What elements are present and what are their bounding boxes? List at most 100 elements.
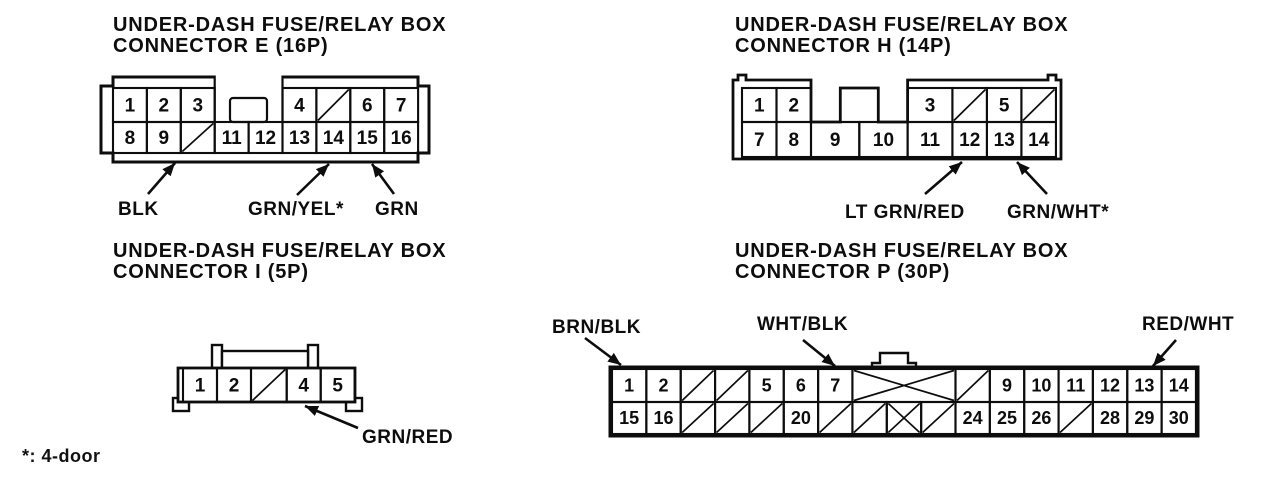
pointer-arrow: [584, 336, 622, 367]
pointer-arrow: [924, 161, 963, 195]
slash-mark: [887, 402, 921, 434]
pin-number: 10: [873, 130, 894, 151]
connector-h-title: UNDER-DASH FUSE/RELAY BOX CONNECTOR H (1…: [735, 15, 1068, 57]
pin-number: 11: [1066, 376, 1085, 396]
pointer-arrow: [802, 338, 836, 368]
pin-number: 12: [959, 130, 980, 151]
slash-mark: [181, 122, 214, 153]
pin-number: 6: [796, 376, 806, 396]
wire-color-label-p-pin1: BRN/BLK: [552, 317, 641, 338]
connector-i-housing-part: [210, 343, 224, 372]
pin-number: 2: [229, 376, 240, 397]
pin-number: 13: [1134, 376, 1154, 396]
wire-color-label-p-pin13: RED/WHT: [1142, 314, 1234, 335]
pin-number: 5: [762, 376, 772, 396]
connector-i-title: UNDER-DASH FUSE/RELAY BOX CONNECTOR I (5…: [113, 241, 446, 283]
pin-number: 26: [1031, 408, 1051, 428]
pin-cell-i-5: [319, 366, 356, 404]
connector-p-housing: [870, 351, 918, 369]
pin-number: 9: [830, 130, 841, 151]
slash-mark: [715, 402, 749, 434]
pin-number: 9: [159, 128, 170, 149]
pointer-arrow: [147, 162, 176, 195]
slash-mark: [715, 369, 749, 402]
pin-number: 5: [332, 376, 343, 397]
pin-number: 8: [788, 130, 799, 151]
connector-e-title-line1: UNDER-DASH FUSE/RELAY BOX: [113, 14, 447, 36]
pin-number: 20: [791, 408, 811, 428]
slash-mark: [251, 368, 286, 402]
pin-number: 29: [1134, 408, 1154, 428]
wire-color-label-e-pin15: GRN: [375, 199, 419, 220]
pin-number: 10: [1031, 376, 1051, 396]
pin-number: 14: [1028, 130, 1050, 151]
pin-number: 14: [1169, 376, 1189, 396]
wire-color-label-i-pin4: GRN/RED: [362, 427, 453, 448]
pin-number: 7: [830, 376, 840, 396]
slash-mark: [750, 402, 783, 434]
connector-h-title-line1: UNDER-DASH FUSE/RELAY BOX: [735, 14, 1069, 36]
pointer-arrow: [1152, 339, 1177, 367]
pin-number: 28: [1100, 408, 1120, 428]
slash-mark: [953, 88, 987, 122]
wire-color-label-e-pin9: BLK: [118, 199, 159, 220]
pin-number: 14: [323, 128, 345, 149]
connector-e-housing-part: [228, 96, 269, 124]
wire-color-label-h-pin12: LT GRN/RED: [845, 202, 965, 223]
slash-mark: [317, 88, 350, 122]
pin-number: 11: [920, 130, 941, 151]
pin-number: 15: [619, 408, 639, 428]
pin-cell-h-14: [1020, 120, 1058, 159]
wire-color-label-h-pin13: GRN/WHT*: [1007, 202, 1109, 223]
pin-number: 25: [997, 408, 1017, 428]
pointer-arrow: [1016, 161, 1048, 195]
pin-number: 15: [357, 128, 379, 149]
pin-number: 7: [754, 130, 765, 151]
slash-mark: [1022, 88, 1056, 122]
connector-p-title: UNDER-DASH FUSE/RELAY BOX CONNECTOR P (3…: [735, 241, 1068, 283]
connector-p-title-line1: UNDER-DASH FUSE/RELAY BOX: [735, 240, 1069, 262]
pin-number: 9: [1002, 376, 1012, 396]
pin-number: 1: [624, 376, 634, 396]
connector-i-housing-part: [306, 343, 320, 372]
pointer-arrow: [370, 163, 396, 195]
pointer-arrow: [304, 404, 359, 430]
pin-number: 1: [125, 96, 136, 117]
slash-mark: [922, 402, 955, 434]
slash-mark: [819, 402, 852, 434]
pin-number: 4: [294, 96, 305, 117]
connector-e-title-line2: CONNECTOR E (16P): [113, 35, 329, 57]
connector-p-title-line2: CONNECTOR P (30P): [735, 261, 951, 283]
connector-e-title: UNDER-DASH FUSE/RELAY BOX CONNECTOR E (1…: [113, 15, 446, 57]
wire-color-label-e-pin14: GRN/YEL*: [248, 199, 344, 220]
slash-mark: [1059, 402, 1092, 434]
pin-number: 13: [994, 130, 1015, 151]
pin-number: 2: [159, 96, 170, 117]
pointer-arrow: [296, 163, 330, 196]
wire-color-label-p-pin7: WHT/BLK: [757, 314, 848, 335]
slash-mark: [853, 369, 955, 402]
pin-number: 12: [1100, 376, 1120, 396]
pin-number: 3: [192, 96, 203, 117]
pin-number: 5: [999, 96, 1010, 117]
pin-number: 1: [754, 96, 765, 117]
connector-i-title-line2: CONNECTOR I (5P): [113, 261, 309, 283]
slash-mark: [853, 402, 886, 434]
slash-mark: [956, 369, 989, 402]
pin-number: 2: [659, 376, 669, 396]
pin-cell-e-16: [383, 120, 420, 155]
slash-mark: [681, 402, 715, 434]
footnote-4door: *: 4-door: [22, 446, 101, 466]
pin-number: 11: [222, 128, 243, 149]
connector-h-title-line2: CONNECTOR H (14P): [735, 35, 952, 57]
pin-number: 6: [362, 96, 373, 117]
pin-number: 4: [298, 376, 309, 397]
pin-number: 16: [391, 128, 412, 149]
pin-number: 13: [289, 128, 310, 149]
pin-number: 12: [255, 128, 276, 149]
pin-number: 30: [1169, 408, 1189, 428]
